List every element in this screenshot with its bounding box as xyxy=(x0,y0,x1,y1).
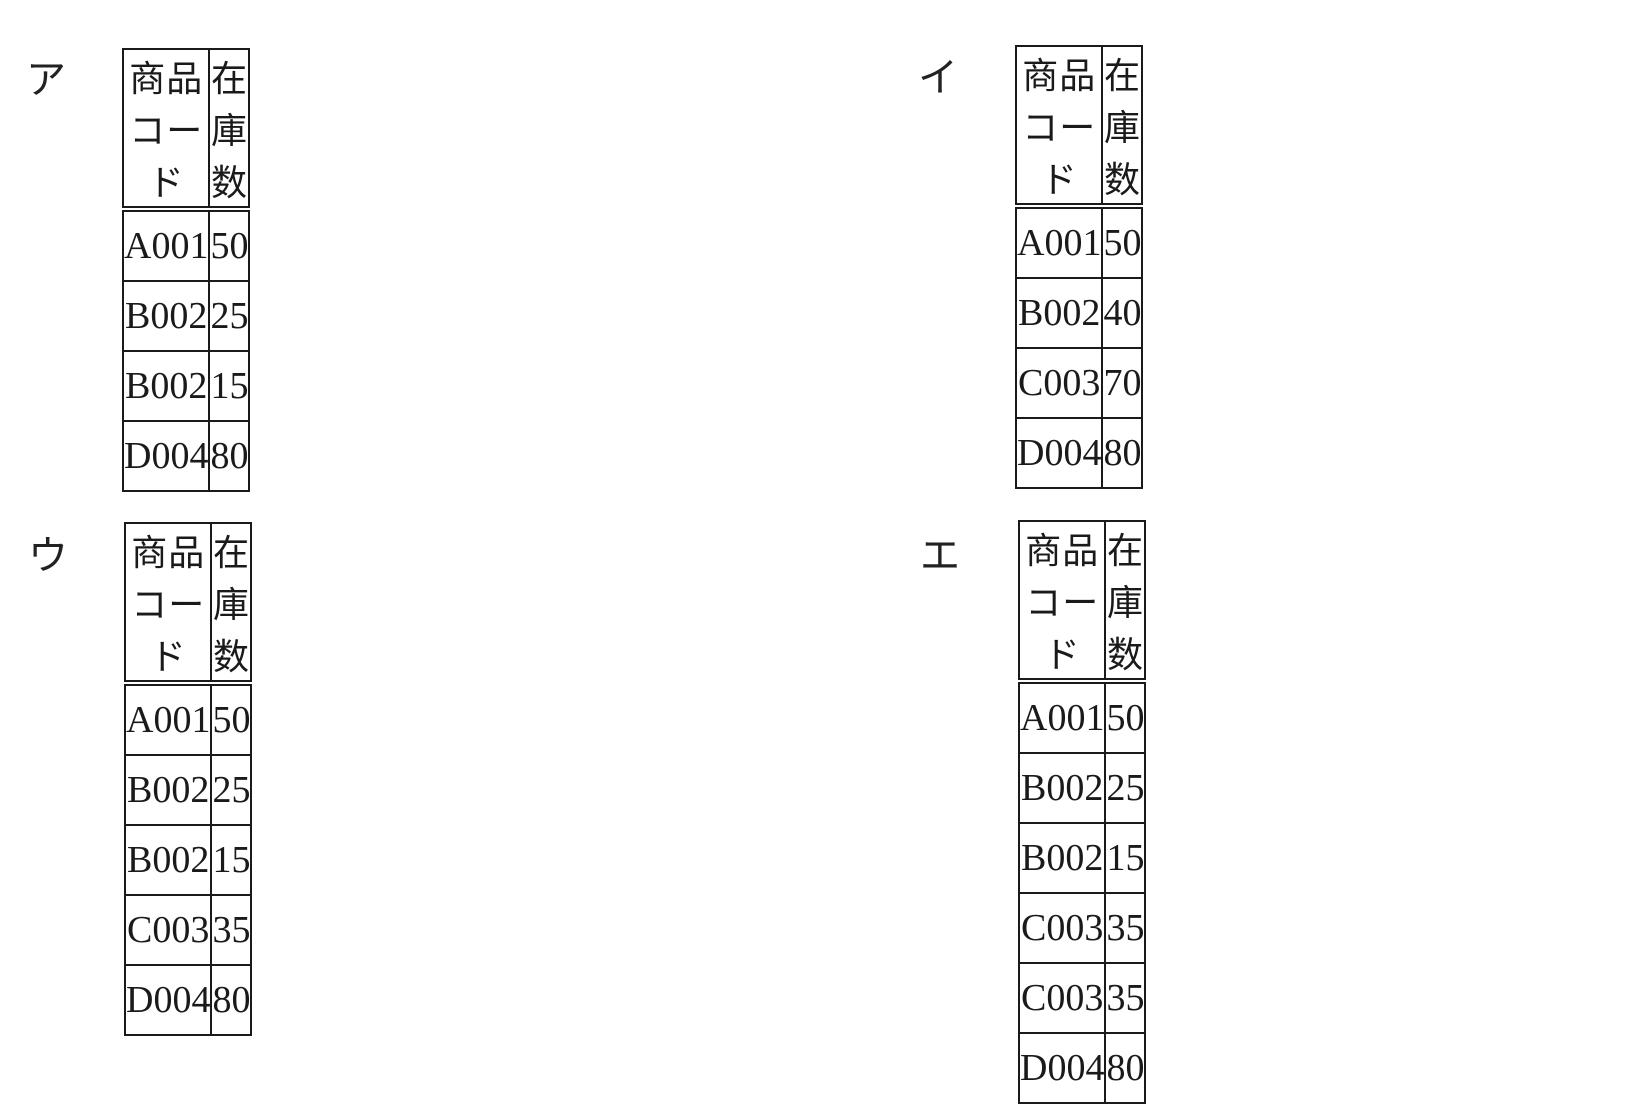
cell-product-code: C003 xyxy=(1014,347,1104,419)
cell-stock: 80 xyxy=(1104,1032,1147,1104)
cell-stock: 50 xyxy=(210,682,253,756)
cell-product-code: D004 xyxy=(123,964,213,1036)
table-row: B002 40 xyxy=(1014,277,1144,349)
cell-product-code: A001 xyxy=(121,208,211,282)
cell-stock: 70 xyxy=(1101,347,1144,419)
cell-product-code: C003 xyxy=(1017,962,1107,1034)
table-row: B002 15 xyxy=(123,824,253,896)
table-row: B002 25 xyxy=(121,280,251,352)
cell-product-code: B002 xyxy=(1017,752,1107,824)
table-row: A001 50 xyxy=(121,208,251,282)
cell-product-code: D004 xyxy=(1014,417,1104,489)
cell-product-code: B002 xyxy=(121,350,211,422)
table-header-row: 商品コード 在庫数 xyxy=(1017,520,1147,684)
header-stock: 在庫数 xyxy=(208,48,251,212)
cell-product-code: A001 xyxy=(1014,205,1104,279)
cell-stock: 50 xyxy=(1101,205,1144,279)
table-row: D004 80 xyxy=(123,964,253,1036)
inventory-table: 商品コード 在庫数 A001 50 B002 25 B002 15 C003 3… xyxy=(123,522,253,1036)
cell-product-code: D004 xyxy=(1017,1032,1107,1104)
option-label: ウ xyxy=(28,533,68,579)
header-product-code: 商品コード xyxy=(1017,520,1107,684)
option-label: エ xyxy=(920,533,960,579)
cell-product-code: A001 xyxy=(123,682,213,756)
table-row: D004 80 xyxy=(1014,417,1144,489)
table-row: C003 70 xyxy=(1014,347,1144,419)
table-row: C003 35 xyxy=(123,894,253,966)
header-stock: 在庫数 xyxy=(210,522,253,686)
table-row: B002 25 xyxy=(123,754,253,826)
table-header-row: 商品コード 在庫数 xyxy=(123,522,253,686)
cell-stock: 15 xyxy=(208,350,251,422)
cell-stock: 40 xyxy=(1101,277,1144,349)
cell-stock: 80 xyxy=(208,420,251,492)
cell-product-code: C003 xyxy=(1017,892,1107,964)
option-label: イ xyxy=(918,55,958,101)
header-product-code: 商品コード xyxy=(1014,45,1104,209)
cell-product-code: A001 xyxy=(1017,680,1107,754)
table-row: A001 50 xyxy=(1014,205,1144,279)
cell-product-code: B002 xyxy=(1014,277,1104,349)
cell-stock: 50 xyxy=(1104,680,1147,754)
cell-product-code: B002 xyxy=(123,824,213,896)
cell-stock: 80 xyxy=(210,964,253,1036)
table-header-row: 商品コード 在庫数 xyxy=(1014,45,1144,209)
cell-stock: 25 xyxy=(1104,752,1147,824)
inventory-table: 商品コード 在庫数 A001 50 B002 25 B002 15 C003 3… xyxy=(1017,520,1147,1104)
table-row: C003 35 xyxy=(1017,962,1147,1034)
header-stock: 在庫数 xyxy=(1101,45,1144,209)
table-row: D004 80 xyxy=(1017,1032,1147,1104)
table-row: A001 50 xyxy=(123,682,253,756)
cell-product-code: B002 xyxy=(1017,822,1107,894)
cell-stock: 80 xyxy=(1101,417,1144,489)
table-header-row: 商品コード 在庫数 xyxy=(121,48,251,212)
cell-stock: 35 xyxy=(210,894,253,966)
cell-product-code: B002 xyxy=(121,280,211,352)
table-row: B002 25 xyxy=(1017,752,1147,824)
inventory-table: 商品コード 在庫数 A001 50 B002 25 B002 15 D004 8… xyxy=(121,48,251,492)
header-stock: 在庫数 xyxy=(1104,520,1147,684)
cell-stock: 25 xyxy=(208,280,251,352)
cell-stock: 35 xyxy=(1104,892,1147,964)
cell-product-code: C003 xyxy=(123,894,213,966)
inventory-table: 商品コード 在庫数 A001 50 B002 40 C003 70 D004 8… xyxy=(1014,45,1144,489)
table-row: D004 80 xyxy=(121,420,251,492)
cell-product-code: D004 xyxy=(121,420,211,492)
table-row: C003 35 xyxy=(1017,892,1147,964)
table-row: B002 15 xyxy=(121,350,251,422)
cell-stock: 35 xyxy=(1104,962,1147,1034)
option-label: ア xyxy=(26,57,66,103)
header-product-code: 商品コード xyxy=(123,522,213,686)
table-row: A001 50 xyxy=(1017,680,1147,754)
cell-product-code: B002 xyxy=(123,754,213,826)
cell-stock: 50 xyxy=(208,208,251,282)
cell-stock: 15 xyxy=(1104,822,1147,894)
table-row: B002 15 xyxy=(1017,822,1147,894)
cell-stock: 25 xyxy=(210,754,253,826)
header-product-code: 商品コード xyxy=(121,48,211,212)
cell-stock: 15 xyxy=(210,824,253,896)
